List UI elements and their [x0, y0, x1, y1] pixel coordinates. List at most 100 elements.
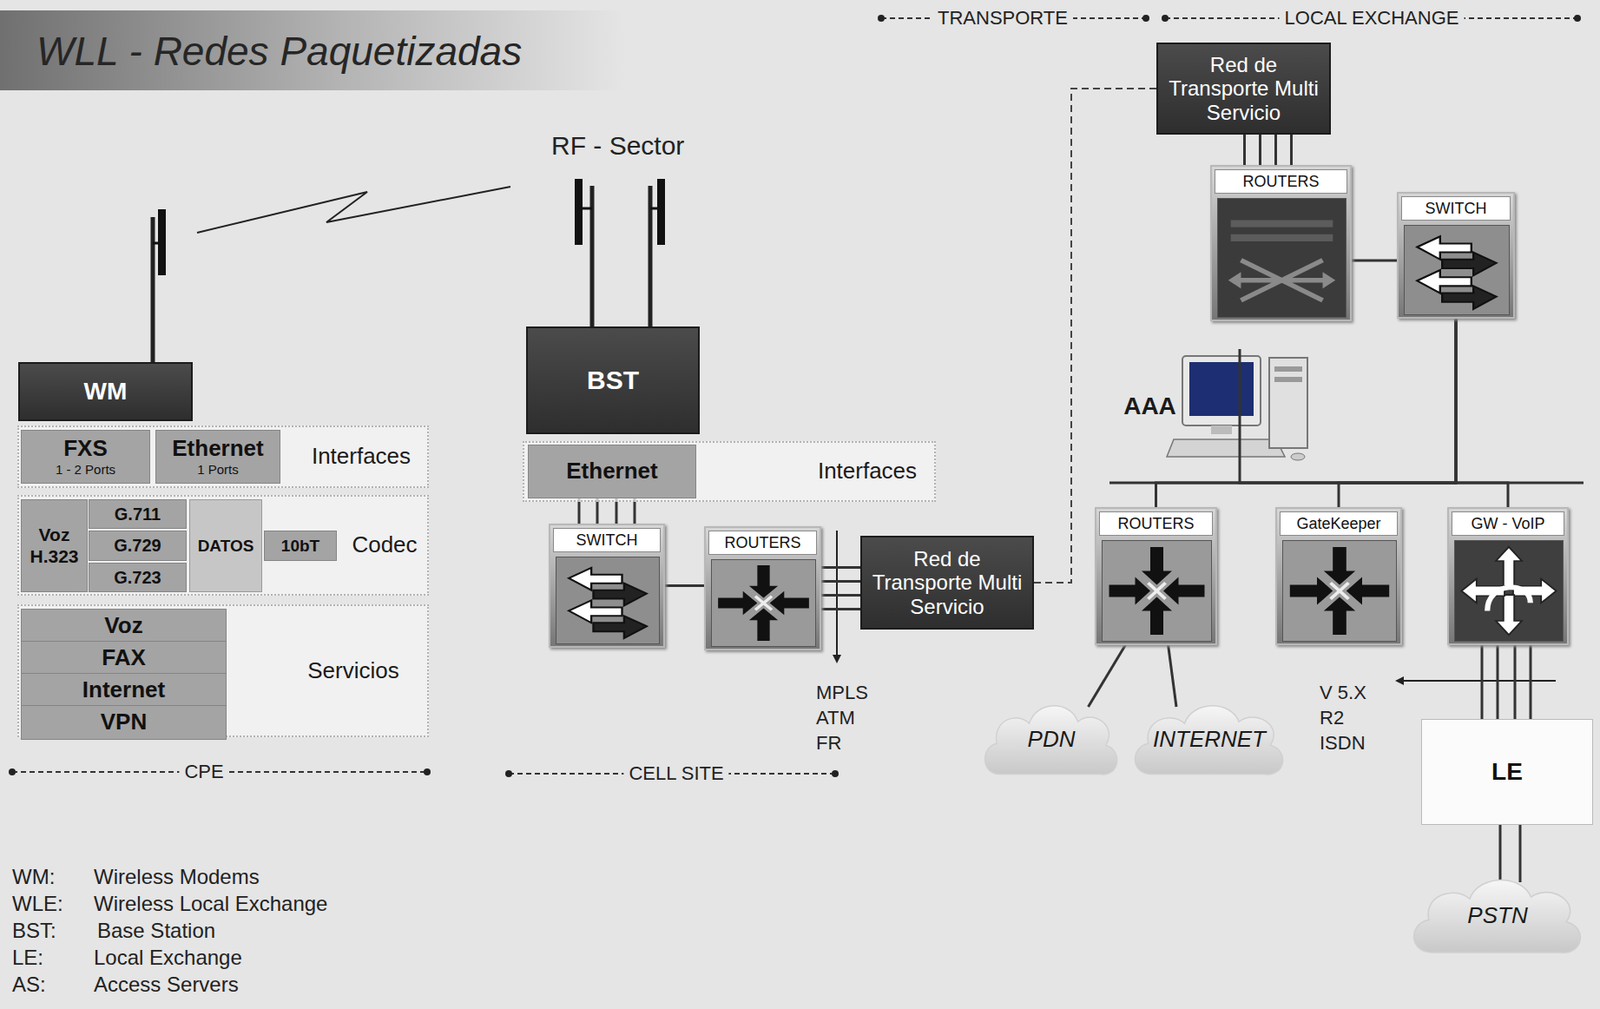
node-text: Ethernet: [171, 435, 264, 462]
node-label: Interfaces: [293, 427, 429, 487]
network-device: ROUTERS: [704, 526, 822, 651]
node-text: PDN: [1027, 726, 1076, 753]
node-label: SWITCH: [553, 527, 661, 553]
legend-text: BST:: [12, 918, 57, 944]
connector: [1500, 824, 1521, 883]
bracket-dot: [423, 768, 431, 776]
node-subtext: 1 - 2 Ports: [55, 461, 116, 477]
annotation: TRANSPORTE: [932, 6, 1074, 30]
monitor-stand: [1211, 425, 1232, 435]
device-box: BST: [526, 326, 700, 435]
annotation: R2: [1319, 706, 1344, 730]
node-text: BST: [586, 365, 639, 396]
node-text: G.711: [114, 504, 161, 525]
antenna-bracket: [650, 207, 658, 211]
annotation: LOCAL EXCHANGE: [1279, 6, 1465, 30]
legend-text: WLE:: [12, 891, 64, 917]
network-cloud: INTERNET: [1126, 694, 1292, 785]
node-text: Servicios: [307, 658, 399, 685]
field-box: Ethernet1 Ports: [155, 429, 281, 484]
node-label: DATOS: [190, 500, 262, 592]
connector: [1088, 645, 1126, 707]
device-box: Red de Transporte Multi Servicio: [1156, 42, 1331, 135]
node-text: Red de Transporte Multi Servicio: [1161, 52, 1326, 126]
drive-bay: [1274, 376, 1303, 382]
mouse: [1290, 453, 1305, 461]
node-text: Voz H.323: [25, 524, 84, 567]
field-box: Internet: [20, 672, 227, 708]
antenna-mast: [648, 185, 653, 327]
bracket: [8, 14, 1581, 777]
field-box: G.723: [88, 562, 187, 593]
field-box: Voz H.323: [20, 499, 88, 593]
node-label: Voz H.323: [21, 500, 87, 592]
connector: [1156, 318, 1457, 507]
node-text: INTERNET: [1152, 726, 1266, 753]
node-label: Interfaces: [800, 442, 935, 501]
antenna-mast: [590, 185, 595, 327]
field-box: Ethernet: [527, 444, 697, 499]
monitor: [1182, 355, 1261, 426]
antenna-panel: [657, 178, 666, 245]
node-text: 10bT: [281, 536, 320, 556]
node-text: SWITCH: [576, 531, 639, 550]
network-device: SWITCH: [1396, 191, 1515, 319]
node-text: ROUTERS: [1117, 514, 1194, 534]
node-label: VPN: [21, 705, 226, 739]
node-text: Red de Transporte Multi Servicio: [865, 546, 1029, 619]
node-label: AAA: [1116, 348, 1184, 464]
network-device: GW - VoIP: [1447, 506, 1569, 646]
field-box: FXS1 - 2 Ports: [20, 429, 151, 484]
antenna-bracket: [152, 242, 160, 245]
legend-text: Wireless Local Exchange: [93, 891, 328, 917]
node-label: Ethernet1 Ports: [156, 430, 280, 483]
antenna-mast: [151, 217, 156, 363]
group-band: Interfaces FXS1 - 2 PortsEthernet1 Ports: [17, 425, 429, 488]
node-text: Ethernet: [566, 458, 658, 485]
legend-text: AS:: [12, 972, 47, 998]
connector: [579, 498, 635, 524]
node-label: Red de Transporte Multi Servicio: [1158, 44, 1330, 133]
field-box: 10bT: [263, 530, 337, 561]
node-text: ROUTERS: [724, 533, 801, 553]
node-label: ROUTERS: [708, 530, 817, 555]
device-icon: [555, 556, 660, 645]
node-label: G.711: [89, 500, 186, 528]
node-label: 10bT: [264, 531, 336, 560]
node-text: WM: [84, 377, 128, 406]
node-label: GW - VoIP: [1451, 511, 1565, 536]
legend-text: Base Station: [97, 918, 216, 944]
legend-text: Wireless Modems: [93, 864, 260, 890]
connector: [1455, 318, 1508, 507]
device-icon: [711, 559, 817, 647]
device-icon: [1101, 539, 1212, 642]
network-device: SWITCH: [548, 523, 666, 648]
annotation: ATM: [816, 706, 856, 730]
legend-text: Access Servers: [93, 972, 239, 998]
node-text: DATOS: [197, 536, 255, 556]
node-label: PDN: [977, 694, 1126, 785]
node-text: G.723: [113, 567, 161, 588]
legend-text: WM:: [12, 864, 55, 890]
network-device: ROUTERS: [1094, 506, 1218, 646]
field-box: G.711: [88, 499, 187, 529]
diagram-title: WLL - Redes Paquetizadas: [36, 27, 522, 75]
node-label: FXS1 - 2 Ports: [21, 430, 150, 483]
node-text: Codec: [351, 532, 417, 559]
field-box: G.729: [88, 530, 187, 561]
bracket-dot: [1573, 14, 1581, 22]
connector: [1168, 645, 1177, 707]
bracket-dot: [1142, 14, 1150, 22]
bracket-dot: [831, 770, 839, 777]
node-text: Interfaces: [311, 443, 411, 470]
field-box: Voz: [20, 608, 227, 644]
keyboard: [1166, 439, 1285, 457]
drive-bay: [1274, 366, 1303, 372]
annotation: CPE: [178, 760, 229, 784]
node-label: BST: [527, 328, 698, 433]
network-cloud: PDN: [977, 694, 1126, 785]
bracket-dot: [1161, 14, 1169, 22]
node-label: GateKeeper: [1279, 511, 1398, 536]
node-text: GateKeeper: [1296, 514, 1381, 534]
